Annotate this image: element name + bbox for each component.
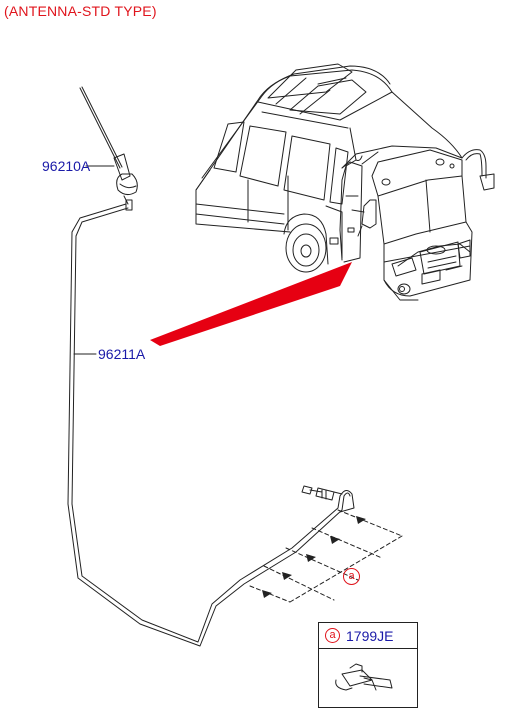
clip-1799je-icon (335, 663, 393, 691)
antenna-rod (79, 86, 138, 211)
legend-header: a 1799JE (319, 623, 417, 649)
clip-arrowheads (262, 516, 366, 598)
clip-leaders (249, 509, 403, 603)
part-label-96210a: 96210A (42, 158, 91, 174)
clip-callout-a: a (343, 568, 360, 585)
legend-symbol: a (325, 628, 340, 643)
legend-box: a 1799JE (318, 622, 418, 708)
legend-part-code: 1799JE (346, 628, 394, 644)
location-indicator (150, 262, 352, 346)
part-label-96211a: 96211A (98, 346, 146, 362)
diagram-title: (ANTENNA-STD TYPE) (4, 3, 157, 19)
cable-connector (301, 485, 343, 501)
bus-illustration (195, 63, 495, 301)
antenna-cable (67, 203, 355, 647)
